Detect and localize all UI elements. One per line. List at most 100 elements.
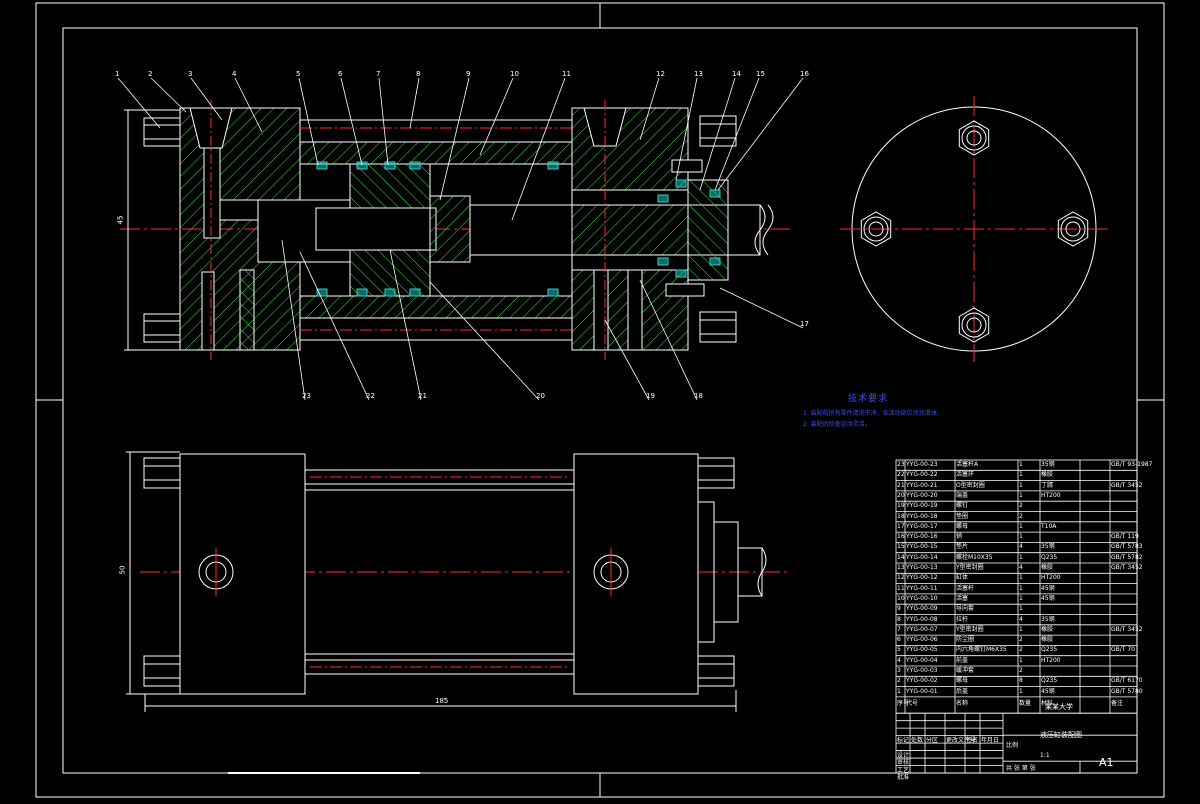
parts-cell-no: 15 (897, 543, 905, 551)
parts-cell-qty: 1 (1019, 574, 1023, 582)
parts-cell-name: 螺钉 (956, 502, 969, 510)
parts-cell-mat: 45钢 (1041, 687, 1055, 695)
dim-height-front-label: 45 (116, 215, 125, 225)
balloon-leader (717, 77, 804, 191)
parts-cell-name: 螺栓M10X35 (956, 553, 993, 561)
parts-cell-mat: Q235 (1041, 553, 1058, 561)
parts-cell-no: 1 (897, 687, 901, 695)
title-scale: 1:1 (1040, 752, 1050, 759)
right-tie-rod-nuts (699, 115, 737, 343)
parts-cell-code: YYG-00-10 (906, 594, 938, 602)
part-balloon: 16 (800, 70, 809, 78)
parts-cell-mat: 丁腈 (1041, 481, 1054, 489)
parts-cell-qty: 1 (1019, 625, 1023, 633)
title-block-field: 标记 (897, 736, 910, 744)
left-tie-rod-nuts (143, 117, 181, 343)
hex-nut (1057, 211, 1089, 247)
sheet-size-label: A1 (1099, 756, 1114, 769)
parts-cell-mat: 橡胶 (1041, 471, 1054, 479)
parts-cell-mat: 橡胶 (1041, 625, 1054, 633)
hex-nut (958, 120, 990, 156)
part-balloon: 20 (536, 392, 545, 400)
parts-cell-code: YYG-00-08 (906, 615, 938, 623)
parts-cell-code: YYG-00-18 (906, 512, 938, 520)
plan-view (126, 451, 790, 712)
parts-cell-no: 13 (897, 564, 905, 571)
parts-cell-code: YYG-00-17 (906, 522, 938, 530)
balloon-leader (604, 319, 650, 401)
parts-cell-code: YYG-00-03 (906, 667, 938, 674)
parts-cell-qty: 1 (1019, 533, 1023, 541)
title-block-field: 更改文件号 (946, 736, 977, 744)
parts-cell-qty: 1 (1019, 656, 1023, 664)
part-balloon: 7 (376, 70, 381, 78)
parts-cell-qty: 1 (1019, 605, 1023, 613)
parts-cell-qty: 1 (1019, 687, 1023, 695)
parts-cell-name: 活塞杆 (956, 584, 975, 592)
parts-cell-code: YYG-00-12 (906, 574, 938, 582)
parts-cell-no: 14 (897, 553, 905, 561)
parts-cell-no: 21 (897, 481, 905, 489)
parts-cell-mat: Q235 (1041, 677, 1058, 685)
parts-cell-code: YYG-00-16 (906, 533, 938, 541)
balloon-leader (699, 77, 736, 191)
parts-cell-no: 19 (897, 502, 905, 510)
parts-cell-name: 缸体 (956, 574, 969, 582)
parts-cell-code: YYG-00-09 (906, 605, 938, 613)
parts-cell-no: 7 (897, 625, 901, 633)
parts-header-no: 序号 (897, 699, 910, 707)
part-balloon: 2 (148, 70, 153, 78)
parts-cell-no: 16 (897, 533, 905, 541)
parts-cell-code: YYG-00-07 (906, 625, 938, 633)
title-block-field: 工艺 (897, 766, 910, 774)
parts-header-qty: 数量 (1019, 699, 1032, 707)
parts-cell-qty: 2 (1019, 667, 1023, 674)
title-block-field: 分区 (926, 736, 939, 744)
parts-cell-qty: 4 (1019, 615, 1023, 623)
parts-cell-qty: 2 (1019, 636, 1023, 644)
section-view (120, 100, 790, 360)
part-balloon: 10 (510, 70, 519, 78)
parts-cell-mat: HT200 (1041, 574, 1061, 582)
parts-cell-no: 11 (897, 584, 905, 592)
parts-cell-qty: 1 (1019, 584, 1023, 592)
title-drawing-name: 液压缸装配图 (1040, 731, 1082, 739)
hex-nut (860, 211, 892, 247)
balloon-leader (340, 77, 363, 166)
parts-cell-qty: 4 (1019, 543, 1023, 551)
technical-notes-title: 技术要求 (848, 394, 889, 404)
parts-cell-mat: HT200 (1041, 491, 1061, 499)
parts-cell-qty: 1 (1019, 481, 1023, 489)
parts-cell-code: YYG-00-11 (906, 584, 938, 592)
parts-cell-code: YYG-00-23 (906, 461, 938, 468)
parts-cell-code: YYG-00-02 (906, 677, 938, 685)
parts-header-name: 名称 (956, 699, 969, 707)
parts-cell-name: 内六角螺钉M6X35 (956, 646, 1007, 654)
parts-cell-code: YYG-00-22 (906, 471, 938, 479)
title-org: 某某大学 (1045, 703, 1073, 711)
parts-cell-qty: 1 (1019, 491, 1023, 499)
end-view (840, 96, 1110, 362)
balloon-leader (429, 281, 540, 401)
parts-cell-name: 导向套 (956, 605, 975, 613)
title-block-field: 设计 (897, 751, 910, 759)
balloon-leader (675, 77, 698, 181)
balloon-leader (714, 77, 760, 191)
balloon-leader (511, 77, 566, 221)
parts-cell-name: 螺母 (956, 522, 969, 530)
parts-cell-name: 后盖 (956, 687, 969, 695)
technical-note-2: 2. 装配后检查运动灵活。 (803, 421, 871, 428)
parts-cell-mat: 橡胶 (1041, 564, 1054, 571)
parts-cell-name: 螺母 (956, 677, 969, 685)
parts-cell-no: 10 (897, 594, 905, 602)
title-scale-label: 比例 (1006, 742, 1019, 749)
parts-cell-code: YYG-00-21 (906, 481, 938, 489)
parts-cell-name: 销 (956, 533, 963, 541)
part-balloon: 5 (296, 70, 301, 78)
parts-cell-code: YYG-00-20 (906, 491, 938, 499)
parts-cell-qty: 1 (1019, 594, 1023, 602)
part-balloon: 8 (416, 70, 421, 78)
parts-cell-std: GB/T 5780 (1111, 687, 1143, 695)
part-balloon: 11 (562, 70, 571, 78)
